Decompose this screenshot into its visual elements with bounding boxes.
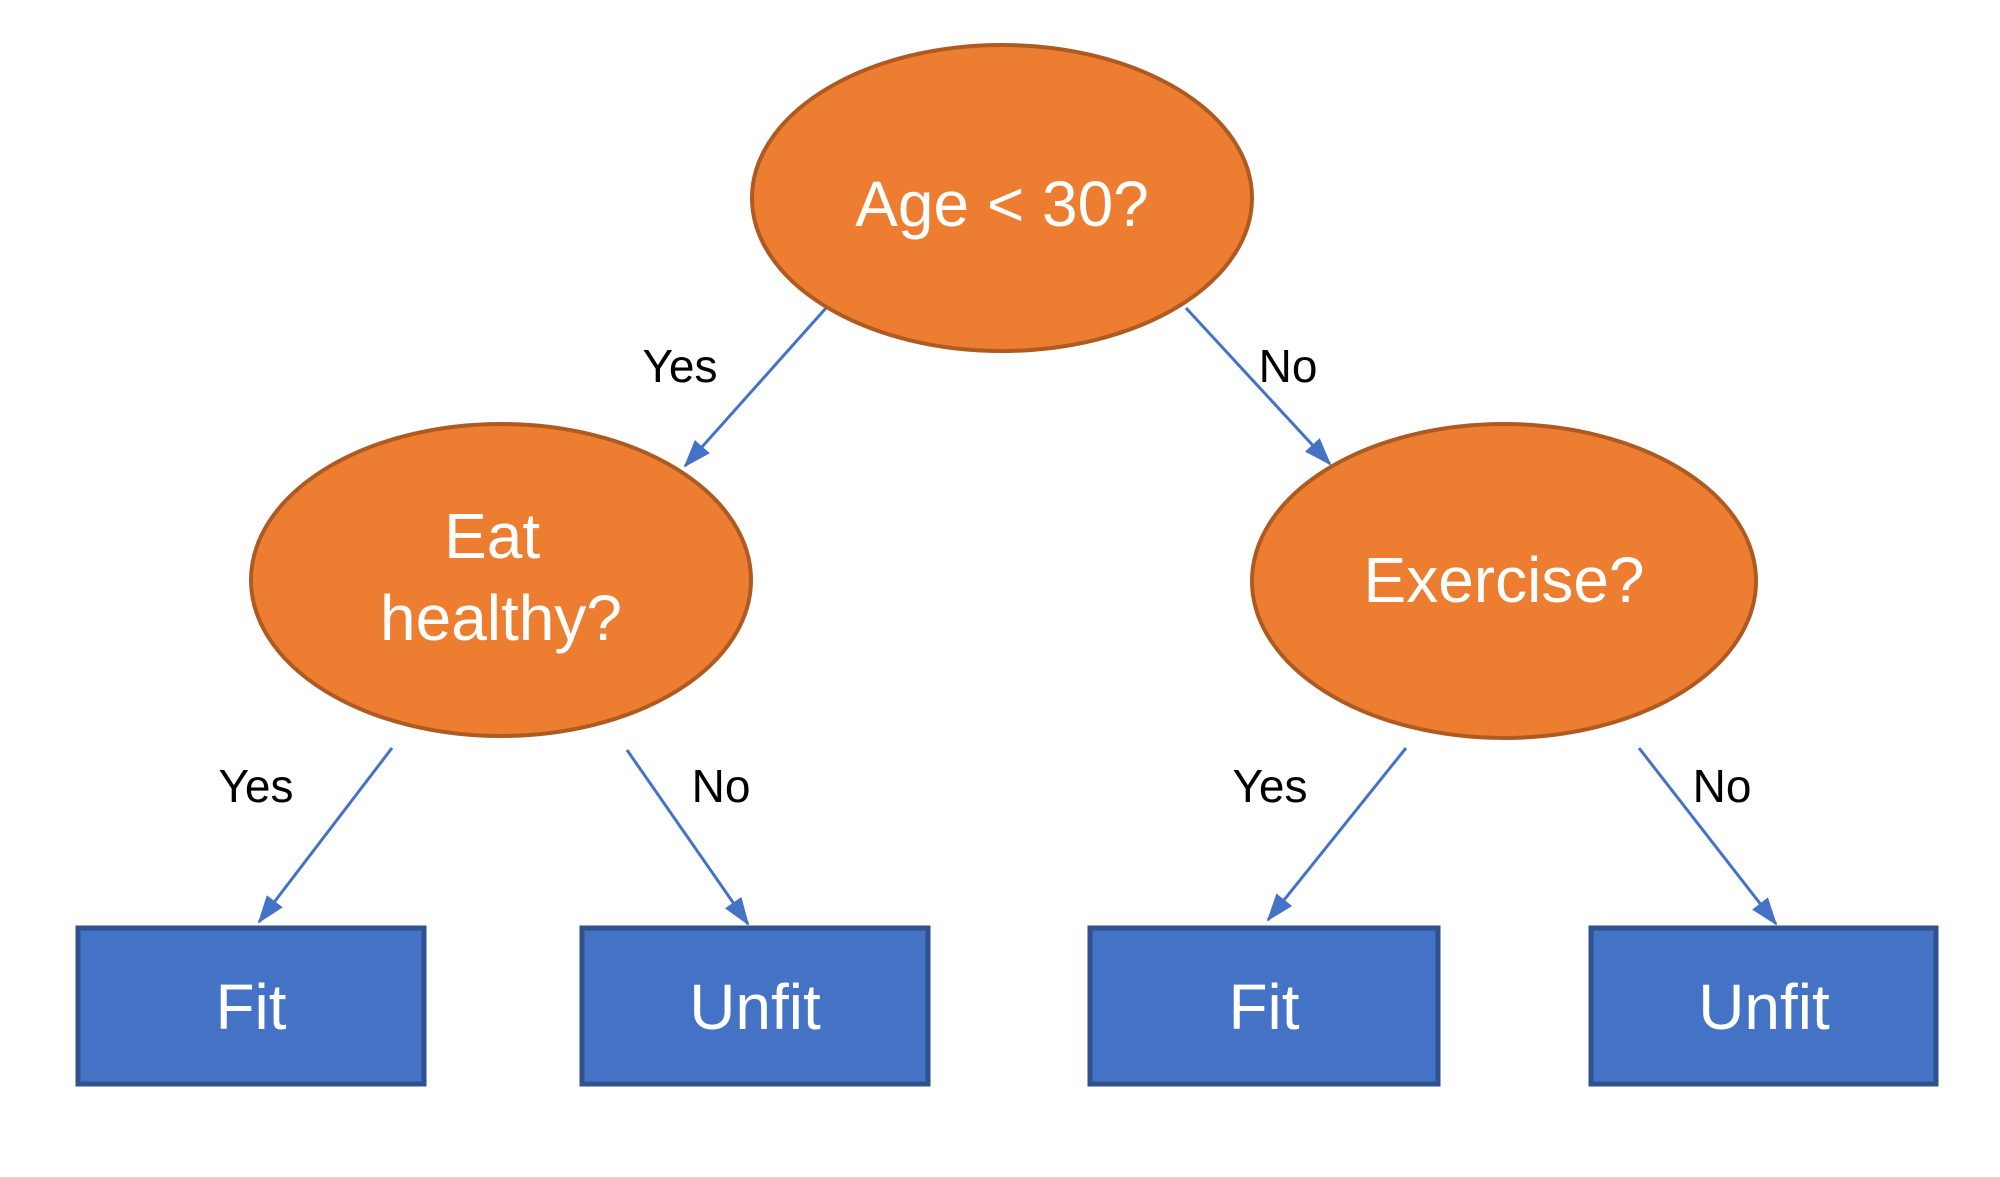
node-exercise-ellipse (1250, 422, 1758, 740)
edge-exercise-no-arrow (1637, 747, 1778, 926)
leaf-unfit-right-rect (1588, 925, 1939, 1087)
leaf-fit-right-label: Fit (1228, 971, 1299, 1043)
edge-eat-healthy-no-arrow (625, 749, 750, 926)
edge-eat-healthy-yes-arrow (257, 747, 394, 924)
node-age-label: Age < 30? (855, 168, 1149, 240)
node-age-ellipse (750, 43, 1254, 353)
leaf-fit-right-rect (1087, 925, 1441, 1087)
edge-root-no-label: No (1259, 340, 1318, 392)
leaf-unfit-right-label: Unfit (1698, 971, 1830, 1043)
edge-root-yes-arrow (683, 307, 828, 468)
edge-eat-healthy-yes-label: Yes (218, 760, 293, 812)
edge-exercise-yes-arrow (1266, 747, 1408, 922)
node-eat-healthy-label-line2: healthy? (380, 582, 622, 654)
edge-exercise-yes-label: Yes (1232, 760, 1307, 812)
edge-exercise-no-label: No (1693, 760, 1752, 812)
leaf-unfit-left-rect (579, 925, 931, 1087)
leaf-unfit-left-label: Unfit (689, 971, 821, 1043)
edge-root-yes-label: Yes (642, 340, 717, 392)
edge-eat-healthy-no-label: No (692, 760, 751, 812)
node-eat-healthy-label-line1: Eat (444, 500, 540, 572)
node-eat-healthy-label: Eat healthy? (380, 500, 622, 654)
leaf-fit-left-rect (75, 925, 427, 1087)
node-exercise-label: Exercise? (1364, 544, 1645, 616)
node-eat-healthy-ellipse (249, 422, 753, 738)
edge-root-no-arrow (1184, 306, 1332, 466)
leaf-fit-left-label: Fit (215, 971, 286, 1043)
